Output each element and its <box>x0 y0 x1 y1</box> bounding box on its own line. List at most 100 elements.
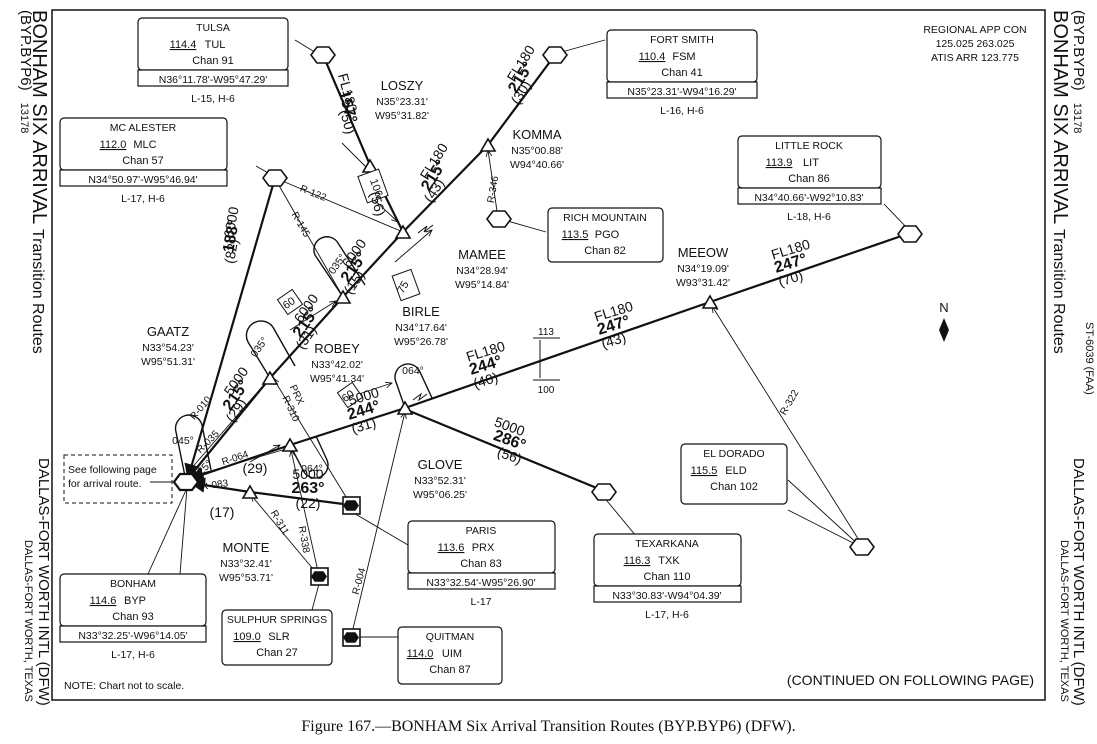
fix-latitude: N33°52.31' <box>414 475 466 487</box>
navaid-enroute-charts: L-17, H-6 <box>645 609 689 621</box>
radial-r145-line <box>276 181 344 298</box>
fix-name: LOSZY <box>381 78 424 93</box>
hold-bearing: 064° <box>301 463 323 475</box>
hold-bearing: 035° <box>248 335 270 360</box>
navaid-coordinates: N35°23.31'-W94°16.29' <box>627 86 736 98</box>
navaid-coordinates: N33°32.25'-W96°14.05' <box>78 630 187 642</box>
vortac-fsm-icon <box>542 46 568 64</box>
navaid-name: SULPHUR SPRINGS <box>227 614 327 626</box>
atis-arrival: ATIS ARR 123.775 <box>931 52 1019 64</box>
navaid-name: PARIS <box>466 525 497 537</box>
navaid-frequency: 115.5 <box>691 465 718 477</box>
navaid-enroute-charts: L-16, H-6 <box>660 105 704 117</box>
navaid-frequency: 109.0 <box>233 631 261 643</box>
right-title: BONHAM SIX ARRIVAL Transition Routes <box>1048 10 1071 354</box>
fix-name: KOMMA <box>512 127 561 142</box>
radial-label: R-311 <box>268 509 291 538</box>
speed-boxes <box>63 168 421 504</box>
leg-distance: (82) <box>221 237 241 264</box>
navaid-channel: Chan 91 <box>192 55 234 67</box>
amendment-left: 13178 <box>18 102 30 134</box>
navaid-frequency: 112.0 <box>100 139 127 151</box>
fix-longitude: W95°41.34' <box>310 373 364 385</box>
fix-latitude: N34°17.64' <box>395 322 447 334</box>
navaid-name: TULSA <box>196 22 230 34</box>
hold-bearing: 064° <box>402 365 424 377</box>
navaid-name: QUITMAN <box>426 631 474 643</box>
radial-r311-line <box>251 495 320 577</box>
navaid-frequency: 114.0 <box>407 648 434 660</box>
navaid-enroute-charts: L-17, H-6 <box>121 193 165 205</box>
fix-gaatz-icon <box>261 370 279 385</box>
box-paris <box>407 520 556 590</box>
navaid-ident: TXK <box>658 555 680 567</box>
navaid-name: FORT SMITH <box>650 34 714 46</box>
navaid-coordinates: N33°32.54'-W95°26.90' <box>426 577 535 589</box>
fix-latitude: N33°42.02' <box>311 359 363 371</box>
navaid-enroute-charts: L-17 <box>470 596 491 608</box>
not-to-scale-note: NOTE: Chart not to scale. <box>64 680 184 692</box>
navaid-channel: Chan 82 <box>584 245 626 257</box>
fix-latitude: N34°28.94' <box>456 265 508 277</box>
leader-txk <box>602 495 637 537</box>
vortac-mlc-icon <box>262 169 288 187</box>
procedure-code-right: (BYP.BYP6) <box>1070 10 1087 91</box>
crossing-lower: 100 <box>538 385 555 396</box>
fix-name: BIRLE <box>402 304 440 319</box>
box-tulsa <box>137 17 289 87</box>
route-mamee-birle <box>342 231 404 298</box>
fix-longitude: W95°31.82' <box>375 110 429 122</box>
navaid-channel: Chan 102 <box>710 481 758 493</box>
navaid-ident: TUL <box>205 39 226 51</box>
navaid-channel: Chan 57 <box>122 155 164 167</box>
route-meeow-glove <box>404 300 711 410</box>
leader-eld <box>787 479 862 548</box>
navaid-frequency: 114.6 <box>90 595 117 607</box>
route-komma-mamee <box>402 144 489 233</box>
vortac-lit-icon <box>897 225 923 243</box>
fix-name: GLOVE <box>418 457 463 472</box>
vortac-eld-icon <box>849 538 875 556</box>
fix-mamee-icon <box>394 224 412 239</box>
navaid-name: BONHAM <box>110 578 156 590</box>
leader-prx <box>351 511 409 546</box>
navaid-channel: Chan 87 <box>429 664 471 676</box>
fix-longitude: W95°51.31' <box>141 356 195 368</box>
right-city: DALLAS-FORT WORTH, TEXAS <box>1058 540 1070 702</box>
speed-box-value: 106 <box>367 177 385 198</box>
navaid-coordinates: N36°11.78'-W95°47.29' <box>159 74 268 86</box>
right-airport: DALLAS-FORT WORTH INTL (DFW) <box>1070 458 1087 706</box>
approach-control-label: REGIONAL APP CON <box>923 24 1026 36</box>
leg-altitude: 5000 <box>292 466 323 482</box>
left-city: DALLAS-FORT WORTH, TEXAS <box>22 540 34 702</box>
hold-byp <box>174 414 212 482</box>
navaid-ident: LIT <box>803 157 819 169</box>
approach-control-freqs: 125.025 263.025 <box>936 38 1015 50</box>
fix-name: MEEOW <box>678 245 729 260</box>
leg-course: 263° <box>291 480 324 497</box>
radial-label: R-338 <box>296 525 312 554</box>
leg-altitude: 6000 <box>220 205 241 239</box>
procedure-code-left: (BYP.BYP6) <box>17 10 34 91</box>
radial-label: R-322 <box>778 388 801 417</box>
leg-distance: (43) <box>599 329 627 352</box>
arrow-robey-in <box>249 445 280 463</box>
navaid-ident: PGO <box>595 229 620 241</box>
fix-name: ROBEY <box>314 341 360 356</box>
radial-r346-line <box>488 150 499 219</box>
fix-longitude: W95°14.84' <box>455 279 509 291</box>
box-fort-smith <box>606 29 758 99</box>
leader-slr <box>311 583 320 611</box>
navaid-ident: SLR <box>268 631 289 643</box>
leader-byp <box>147 487 188 575</box>
north-arrow-icon <box>939 318 949 342</box>
box-little-rock <box>737 135 882 205</box>
fix-name: MAMEE <box>458 247 506 262</box>
leg-course: 188° <box>220 218 242 254</box>
radial-r310-line <box>273 378 352 506</box>
navaid-frequency: 113.9 <box>766 157 793 169</box>
fix-latitude: N33°54.23' <box>142 342 194 354</box>
left-code: (BYP.BYP6) 13178 <box>17 10 34 133</box>
